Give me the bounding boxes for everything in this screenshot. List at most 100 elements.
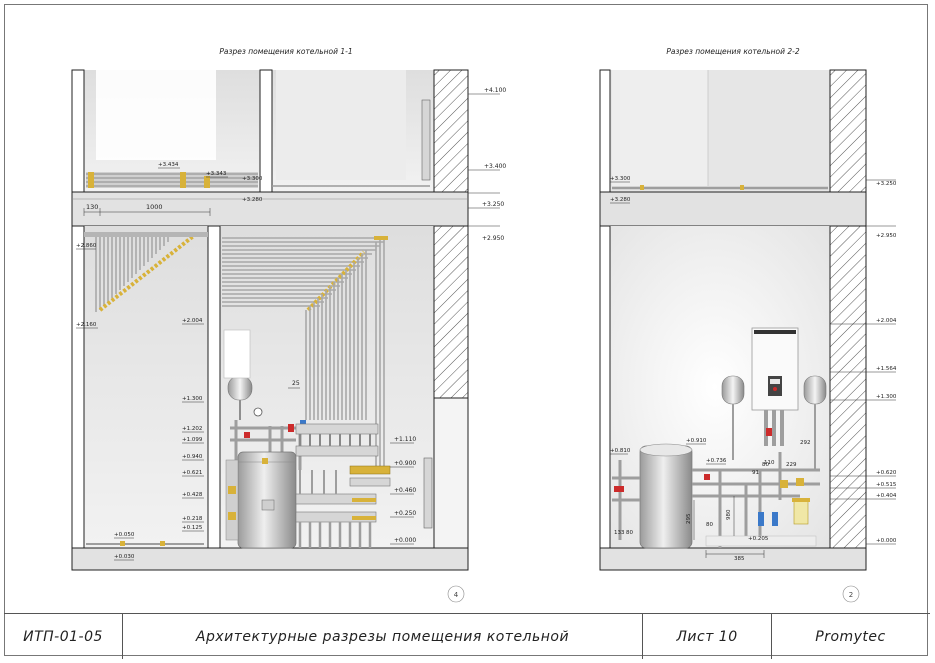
level-3343: +3.343 bbox=[206, 171, 227, 177]
dim-385: 385 bbox=[734, 556, 745, 562]
red-valve-icon bbox=[766, 428, 772, 436]
partition-upper bbox=[259, 69, 273, 193]
dimension-lines-right bbox=[693, 496, 765, 558]
window-opening bbox=[96, 70, 216, 160]
level-2004-r: +2.004 bbox=[876, 318, 897, 324]
level-1300-r: +1.300 bbox=[876, 394, 897, 400]
level-3300: +3.300 bbox=[242, 176, 263, 182]
level-2950-r: +2.950 bbox=[876, 233, 897, 239]
right-wall-upper bbox=[433, 69, 469, 193]
sheet-number: Лист 10 bbox=[643, 614, 772, 659]
level-leaders-left bbox=[76, 167, 228, 561]
level-3434: +3.434 bbox=[158, 162, 179, 168]
drawing-title: Архитектурные разрезы помещения котельно… bbox=[123, 614, 643, 659]
dim-1000: 1000 bbox=[146, 203, 163, 211]
level-3400: +3.400 bbox=[484, 163, 506, 170]
right-wall-upper-right bbox=[829, 69, 867, 193]
left-wall-upper bbox=[71, 69, 85, 193]
level-0205-r: +0.205 bbox=[748, 536, 769, 542]
axis-marker-4-label: 4 bbox=[454, 591, 459, 599]
wall-hung-boiler bbox=[751, 327, 799, 446]
dim-133: 133 bbox=[614, 530, 625, 536]
level-0218: +0.218 bbox=[182, 516, 203, 522]
axis-marker-4 bbox=[447, 585, 465, 603]
section-1-1: Разрез помещения котельной 1-1 bbox=[71, 47, 506, 603]
level-0515-r: +0.515 bbox=[876, 482, 897, 488]
level-0940: +0.940 bbox=[182, 454, 203, 460]
dimension-lines-left bbox=[83, 208, 300, 389]
level-2160: +2.160 bbox=[76, 322, 97, 328]
level-2860: +2.860 bbox=[76, 243, 97, 249]
level-0428: +0.428 bbox=[182, 492, 203, 498]
red-valve-icon bbox=[288, 424, 294, 432]
section-2-2: Разрез помещения котельной 2-2 bbox=[599, 47, 897, 603]
manifold-upper bbox=[295, 423, 379, 457]
section-drawing: Разрез помещения котельной 1-1 bbox=[71, 47, 897, 603]
company-name: Promytec bbox=[815, 628, 886, 645]
fitting-icon bbox=[780, 480, 788, 488]
level-1110: +1.110 bbox=[394, 436, 416, 443]
section-2-title: Разрез помещения котельной 2-2 bbox=[666, 47, 800, 56]
fitting-icon bbox=[796, 478, 804, 486]
axis-marker-2 bbox=[842, 585, 860, 603]
radiator-lower bbox=[423, 457, 433, 529]
door-opening bbox=[433, 397, 469, 549]
manifold-middle bbox=[349, 465, 391, 487]
level-0050: +0.050 bbox=[114, 532, 135, 538]
expansion-vessel-right-b bbox=[803, 375, 827, 470]
right-wall-lower-right bbox=[829, 225, 867, 549]
level-leaders-right bbox=[610, 179, 896, 545]
blue-valve-icon bbox=[772, 512, 778, 526]
expansion-vessel-right-a bbox=[721, 375, 745, 460]
water-filter bbox=[792, 498, 810, 525]
dim-295: 295 bbox=[686, 513, 692, 524]
dims-right: 133 80 295 80 980 385 292 229 110 80 91 bbox=[614, 440, 811, 562]
indirect-water-heater-left bbox=[237, 451, 297, 549]
level-0736-r: +0.736 bbox=[706, 458, 727, 464]
base-slab-right bbox=[599, 547, 867, 571]
level-leaders-left-outer bbox=[390, 93, 500, 545]
level-3280-r: +3.280 bbox=[610, 197, 631, 203]
level-0404-r: +0.404 bbox=[876, 493, 897, 499]
storage-tank-right bbox=[639, 443, 693, 549]
levels-left-outer: +4.100 +3.400 +3.250 +2.950 +1.110 +0.90… bbox=[394, 87, 506, 544]
level-0250: +0.250 bbox=[394, 510, 416, 517]
dim-80b: 80 bbox=[706, 522, 713, 528]
dim-110: 110 bbox=[764, 460, 775, 466]
dim-80c: 80 bbox=[762, 462, 769, 468]
dim-980: 980 bbox=[726, 509, 732, 520]
level-0810-r: +0.810 bbox=[610, 448, 631, 454]
ceiling-header-left bbox=[84, 232, 208, 237]
floor-slab-left bbox=[71, 191, 469, 227]
level-3280: +3.280 bbox=[242, 197, 263, 203]
level-2950: +2.950 bbox=[482, 235, 504, 242]
pressure-gauge-icon bbox=[253, 407, 263, 417]
level-3250-r: +3.250 bbox=[876, 181, 897, 187]
title-block: ИТП-01-05 Архитектурные разрезы помещени… bbox=[4, 613, 930, 659]
level-0000: +0.000 bbox=[394, 537, 416, 544]
level-0910-r: +0.910 bbox=[686, 438, 707, 444]
blue-valve-icon bbox=[758, 512, 764, 526]
manifold-lower bbox=[295, 470, 377, 548]
level-0900: +0.900 bbox=[394, 460, 416, 467]
level-1300: +1.300 bbox=[182, 396, 203, 402]
dim-80a: 80 bbox=[626, 530, 633, 536]
levels-right: +3.300 +3.280 +3.250 +2.950 +2.004 +1.56… bbox=[610, 176, 897, 544]
level-2004: +2.004 bbox=[182, 318, 203, 324]
ceiling-pipes-right bbox=[222, 237, 388, 307]
upper-floor-pipes bbox=[86, 172, 430, 188]
ceiling-fitting-row-left bbox=[98, 232, 198, 312]
drawing-code: ИТП-01-05 bbox=[4, 614, 123, 659]
level-0621: +0.621 bbox=[182, 470, 202, 476]
dim-229: 229 bbox=[786, 462, 797, 468]
level-0030: +0.030 bbox=[114, 554, 135, 560]
level-1202: +1.202 bbox=[182, 426, 202, 432]
right-wall-lower bbox=[433, 225, 469, 399]
vertical-risers bbox=[305, 238, 385, 470]
dim-25: 25 bbox=[292, 380, 300, 387]
left-wall-upper-right bbox=[599, 69, 611, 193]
pump-group-left bbox=[225, 459, 239, 541]
left-wall-lower bbox=[71, 225, 85, 549]
level-0000-r: +0.000 bbox=[876, 538, 897, 544]
